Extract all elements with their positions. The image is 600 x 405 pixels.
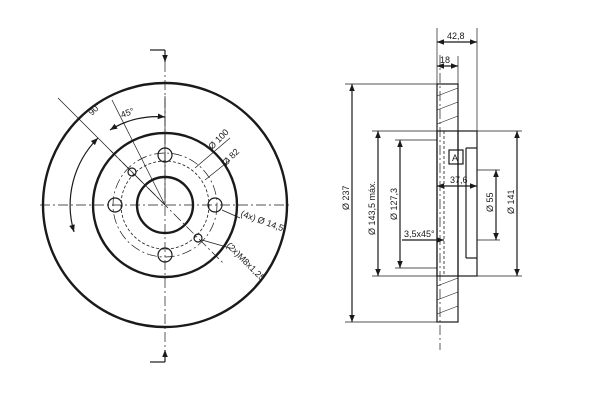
front-view: 90° 45° Ø 100 Ø 82 (4x) Ø 14,5 (2x)M8x1,…: [40, 49, 292, 363]
disc-thickness-label: 18: [440, 55, 450, 65]
outer-diameter-label: Ø 237: [341, 185, 351, 210]
hub-diameter-label: Ø 141: [506, 189, 516, 214]
hub-bore-label: Ø 82: [220, 147, 241, 168]
side-view: A 42,8 18 Ø 237 Ø 143,5 máx. Ø 127,3 37,…: [341, 28, 522, 350]
max-diameter-label: Ø 143,5 máx.: [367, 181, 377, 235]
centre-diameter-label: Ø 55: [485, 192, 495, 212]
datum-label: A: [452, 153, 458, 163]
datum-box: [448, 149, 464, 165]
total-thickness-label: 42,8: [447, 31, 465, 41]
hatching: [436, 87, 459, 315]
threaded-hole-upper-left: [127, 167, 137, 177]
bolt-holes-label: (4x) Ø 14,5: [239, 208, 285, 233]
angle-90-label: 90°: [86, 100, 103, 117]
chamfer-label: 3,5x45°: [404, 229, 435, 239]
hat-depth-label: 37,6: [450, 175, 468, 185]
threaded-hole-lower-right: [193, 233, 203, 243]
hat-body: [436, 130, 478, 277]
diameter-127-label: Ø 127,3: [389, 188, 399, 220]
angle-45-label: 45°: [119, 106, 136, 120]
threaded-holes-label: (2x)M8x1,25: [225, 240, 267, 282]
